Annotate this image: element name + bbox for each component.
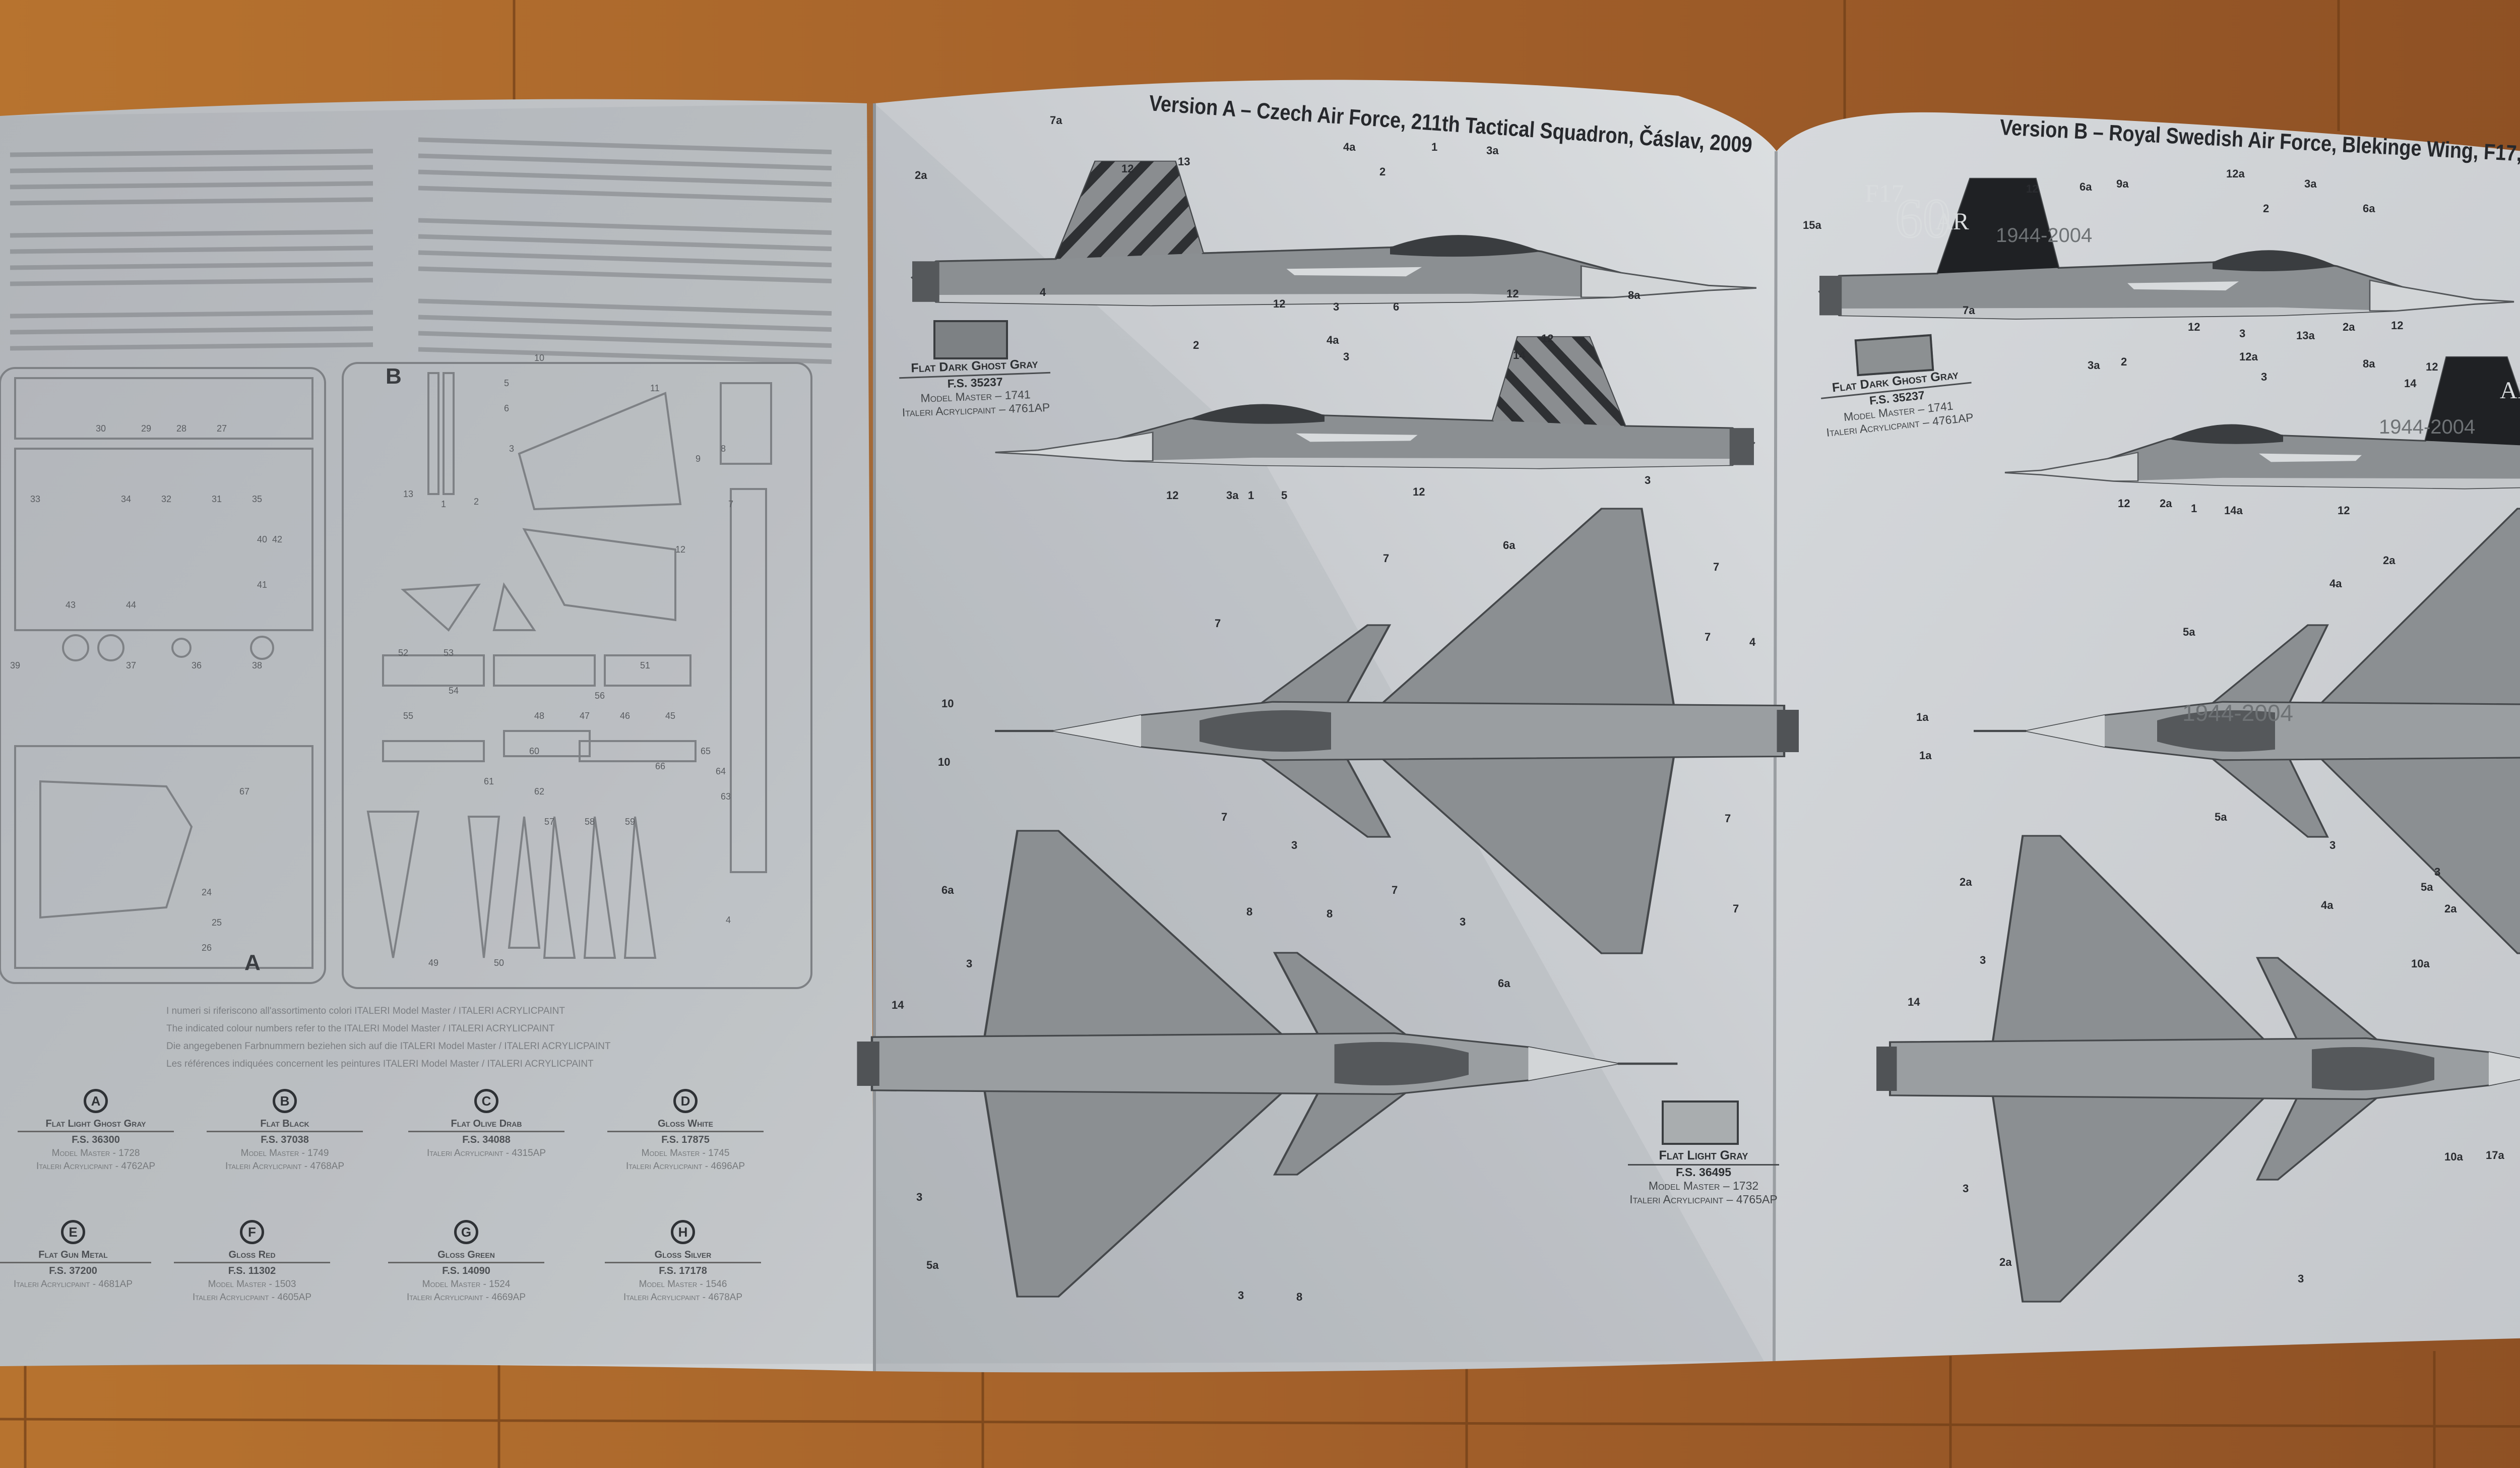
- sprue-a-diagram: [0, 367, 326, 984]
- version-a-side-view-left: [995, 337, 1754, 468]
- text-line: [10, 310, 373, 319]
- version-b-side-view-right: [1818, 177, 2515, 320]
- sprue-b-diagram: [342, 362, 812, 989]
- text-line: [418, 218, 832, 235]
- version-b-side-view-left: [2004, 356, 2520, 490]
- fuselage-anniversary-text: 1944-2004: [1996, 224, 2092, 247]
- text-line: [10, 181, 373, 190]
- tail-marking-b2: F17 60 AR: [2500, 377, 2520, 404]
- text-line: [418, 298, 832, 316]
- text-line: [418, 331, 832, 348]
- text-line: [10, 278, 373, 286]
- text-line: [418, 169, 832, 187]
- text-line: [10, 197, 373, 206]
- text-line: [418, 153, 832, 171]
- text-line: [418, 250, 832, 268]
- text-line: [418, 234, 832, 252]
- tail-unit-text: F17: [1865, 179, 1904, 207]
- text-line: [418, 315, 832, 332]
- tail-suffix-text: AR: [2500, 377, 2520, 404]
- text-line: [10, 342, 373, 351]
- text-line: [10, 229, 373, 238]
- fuselage-anniversary-text: 1944-2004: [2379, 416, 2475, 438]
- text-line: [418, 266, 832, 284]
- instruction-text-columns: [10, 137, 832, 364]
- tail-marking-b1: F17 60 AR: [1865, 179, 1969, 250]
- tail-suffix-text: AR: [1935, 208, 1969, 235]
- text-line: [418, 137, 832, 155]
- tail-anniversary-text: 60: [1895, 188, 1950, 249]
- text-line: [10, 246, 373, 254]
- text-line: [418, 186, 832, 203]
- text-line: [10, 149, 373, 157]
- wing-anniversary-text: 1944-2004: [2182, 700, 2293, 726]
- text-line: [10, 326, 373, 335]
- text-line: [418, 347, 832, 364]
- version-a-side-view-right: [912, 162, 1756, 305]
- text-line: [10, 262, 373, 270]
- left-page: [0, 99, 874, 1371]
- text-line: [10, 165, 373, 173]
